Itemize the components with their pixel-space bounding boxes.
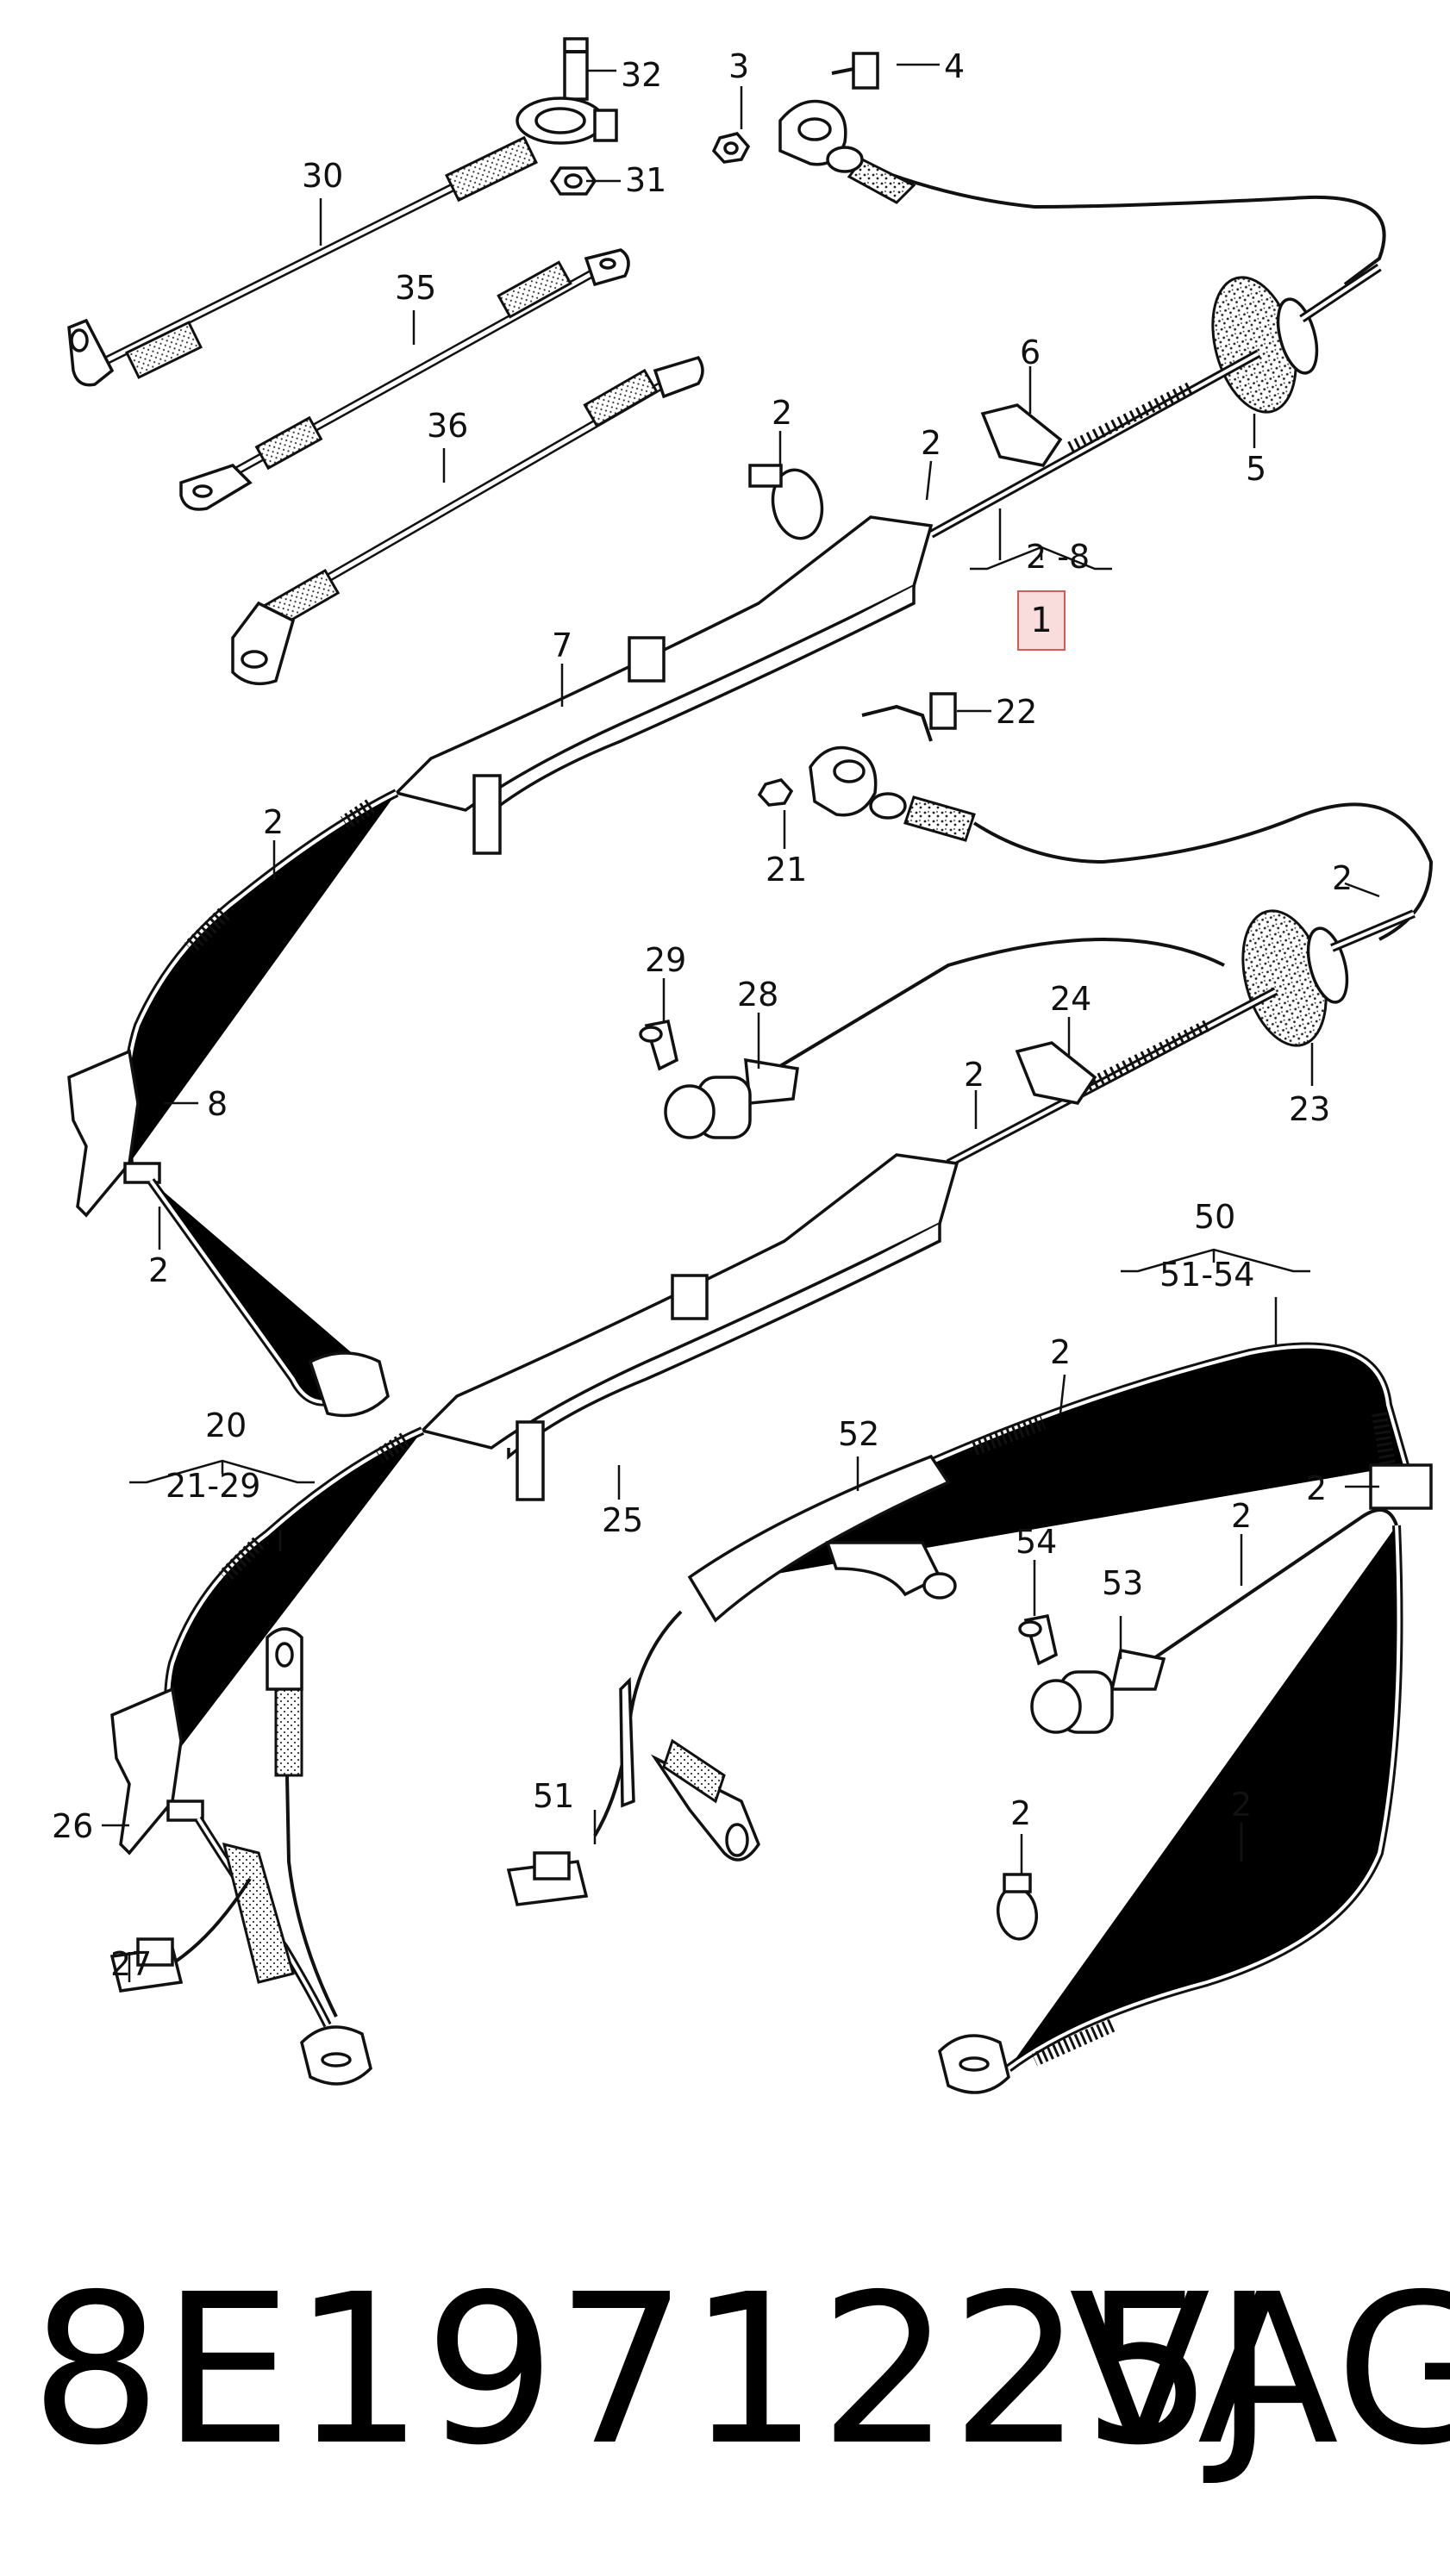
highlighted-part-1: 1 [1017, 590, 1066, 651]
callout-54: 54 [1016, 1523, 1058, 1561]
callout-23: 23 [1289, 1090, 1331, 1128]
callout-31: 31 [625, 161, 667, 199]
callout-5: 5 [1246, 450, 1267, 488]
callout-2-sensor-right: 2 [1231, 1497, 1253, 1535]
callout-7: 7 [552, 627, 573, 664]
callout-28: 28 [737, 976, 779, 1014]
callout-4: 4 [944, 47, 966, 85]
callout-24: 24 [1050, 980, 1092, 1018]
clamp-32 [516, 37, 618, 196]
callout-52: 52 [838, 1415, 880, 1453]
wiring-diagram [67, 37, 1434, 2094]
callout-25: 25 [602, 1501, 644, 1539]
callout-26: 26 [52, 1807, 94, 1845]
callout-30: 30 [302, 157, 344, 195]
callout-3: 3 [728, 47, 750, 85]
part-number: 8E1971225J [30, 2249, 1275, 2491]
callout-21: 21 [766, 851, 808, 889]
callout-8: 8 [207, 1085, 228, 1123]
callout-29: 29 [645, 941, 687, 979]
callout-51-54: 51-54 [1159, 1256, 1255, 1294]
callout-36: 36 [427, 407, 469, 445]
highlighted-part-label: 1 [1030, 601, 1053, 640]
strap-35 [179, 248, 630, 511]
callout-53: 53 [1102, 1564, 1144, 1602]
callout-2-left-bracket: 2 [148, 1251, 170, 1289]
callout-27: 27 [110, 1945, 153, 1983]
callout-50: 50 [1194, 1198, 1236, 1236]
callout-51: 51 [533, 1777, 575, 1815]
callout-2-junction: 2 [1306, 1469, 1328, 1507]
callout-2-tiewrap-bottom: 2 [1010, 1794, 1032, 1832]
callout-2-cable-mid: 2 [964, 1056, 985, 1094]
callout-35: 35 [395, 269, 437, 307]
callout-6: 6 [1020, 334, 1041, 371]
harness-20 [109, 692, 1434, 2086]
brand-name: VAG [1069, 2249, 1450, 2491]
strap-30 [67, 135, 538, 387]
strap-36 [231, 355, 704, 686]
callout-2-cable-bottom: 2 [1231, 1786, 1253, 1824]
callout-2-left-top: 2 [263, 803, 284, 841]
callout-2-8: 2 -8 [1026, 538, 1091, 576]
callout-2-tiewrap-top: 2 [772, 394, 793, 432]
callout-2-right-mid: 2 [1332, 859, 1353, 897]
harness-50 [506, 1342, 1433, 2094]
harness-1 [67, 52, 1386, 1418]
callout-32: 32 [621, 56, 663, 94]
callout-2-right-top: 2 [1050, 1333, 1072, 1371]
callout-22: 22 [996, 693, 1038, 731]
leader-lines [102, 63, 1380, 1982]
callout-20: 20 [205, 1407, 247, 1444]
callout-21-29: 21-29 [166, 1467, 261, 1505]
callout-2-cable-top: 2 [921, 424, 942, 462]
